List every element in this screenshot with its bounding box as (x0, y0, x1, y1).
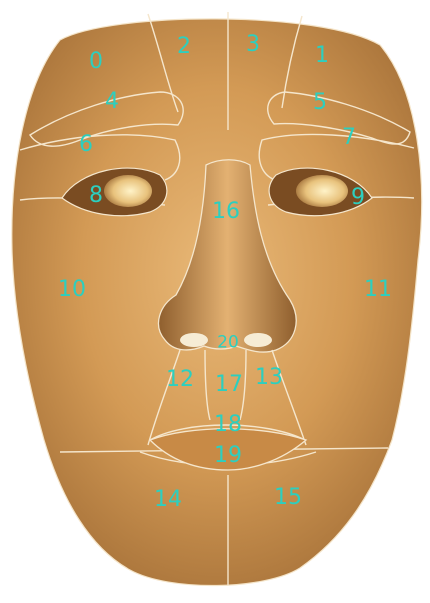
region-label-15: 15 (274, 487, 302, 509)
region-label-2: 2 (177, 36, 191, 58)
region-label-17: 17 (215, 374, 243, 396)
region-label-0: 0 (89, 51, 103, 73)
region-label-18: 18 (214, 414, 242, 436)
region-label-5: 5 (313, 92, 327, 114)
region-label-10: 10 (58, 279, 86, 301)
region-label-9: 9 (351, 187, 365, 209)
region-label-3: 3 (246, 34, 260, 56)
region-label-8: 8 (89, 185, 103, 207)
region-label-11: 11 (364, 279, 392, 301)
region-label-1: 1 (315, 45, 329, 67)
region-label-14: 14 (154, 489, 182, 511)
region-label-19: 19 (214, 445, 242, 467)
region-label-20: 20 (217, 335, 239, 352)
region-label-13: 13 (255, 367, 283, 389)
region-label-16: 16 (212, 201, 240, 223)
region-label-6: 6 (79, 134, 93, 156)
region-label-4: 4 (105, 91, 119, 113)
region-label-7: 7 (342, 127, 356, 149)
region-label-12: 12 (166, 369, 194, 391)
